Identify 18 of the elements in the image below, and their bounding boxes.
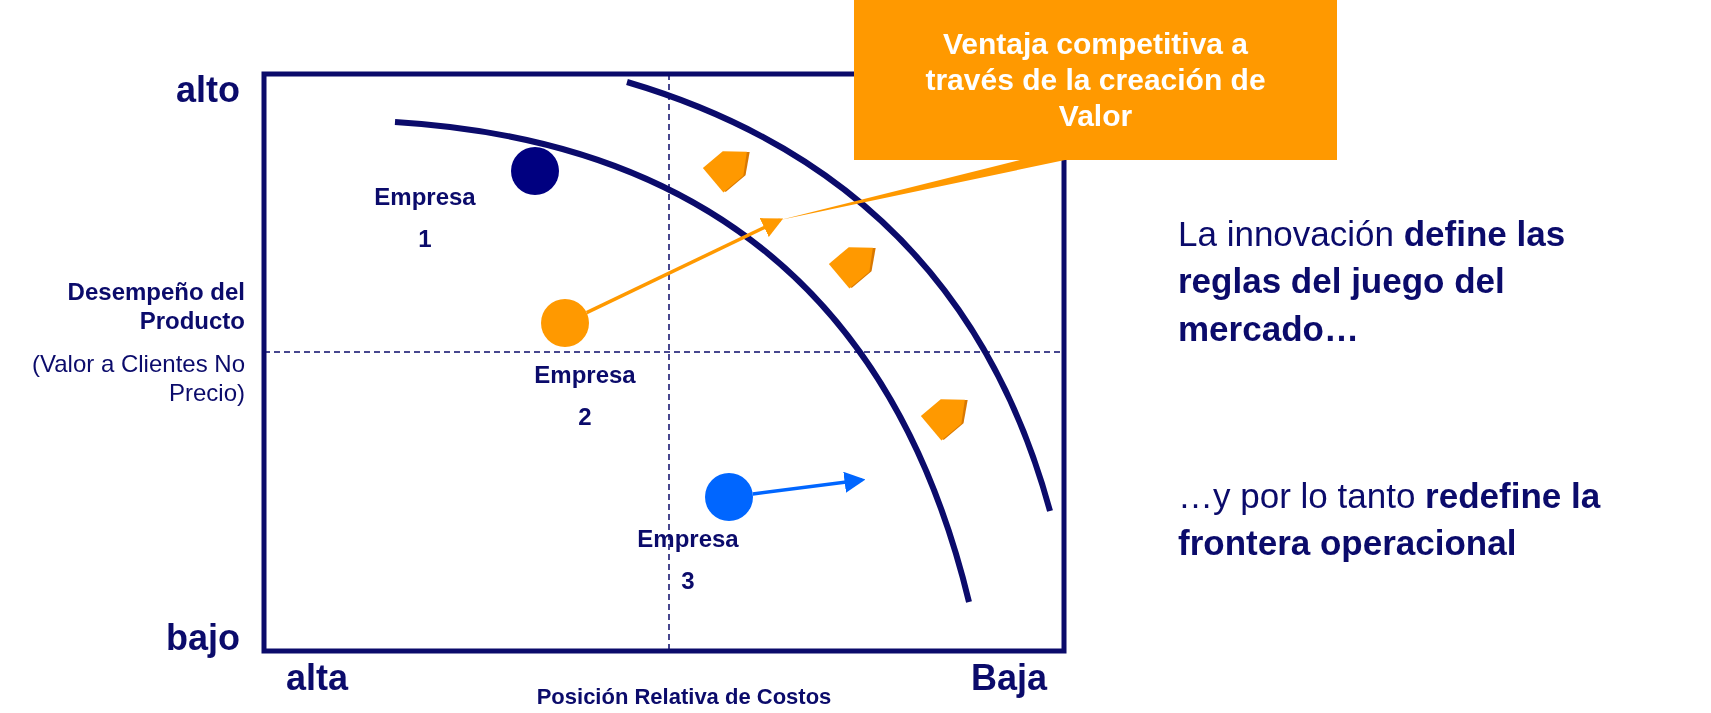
company-label: Empresa 3 xyxy=(636,524,740,596)
arrow xyxy=(752,471,866,496)
arrow xyxy=(585,218,784,315)
axis-label: alto xyxy=(175,68,240,112)
axis-label: bajo xyxy=(165,616,240,660)
axis-label: Desempeño del Producto xyxy=(66,278,245,336)
callout-text: Ventaja competitiva a través de la creación de Valor xyxy=(924,26,1267,134)
axis-label: alta xyxy=(286,656,349,700)
company-dot xyxy=(541,299,589,347)
axis-label: (Valor a Clientes No Precio) xyxy=(31,350,245,408)
company-label: Empresa 1 xyxy=(373,182,477,254)
company-label: Empresa 2 xyxy=(533,360,637,432)
note-text: La innovación define las reglas del juego del mercado… xyxy=(1178,213,1567,350)
note-text: …y por lo tanto redefine la frontera operacional xyxy=(1178,475,1602,565)
axis-label: Posición Relativa de Costos xyxy=(535,684,833,711)
company-dot xyxy=(511,147,559,195)
company-dot xyxy=(705,473,753,521)
axis-label: Baja xyxy=(971,656,1048,700)
